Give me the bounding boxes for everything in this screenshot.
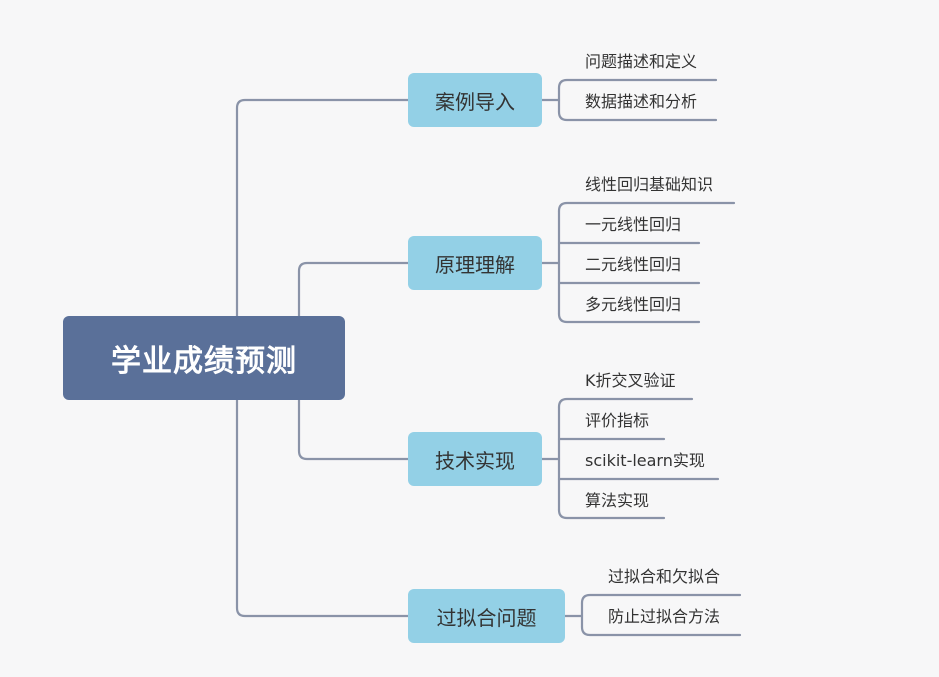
- leaf-topic[interactable]: 过拟合和欠拟合: [608, 567, 721, 586]
- connector-root-to-branch: [235, 398, 410, 618]
- leaf-topic[interactable]: 防止过拟合方法: [608, 607, 721, 626]
- branch-topic-overfitting[interactable]: 过拟合问题: [408, 589, 565, 643]
- connector-leaf-underline: [557, 78, 718, 90]
- branch-topic-implementation[interactable]: 技术实现: [408, 432, 542, 486]
- connector-leaf-underline: [580, 593, 742, 605]
- connector-leaf-underline: [580, 625, 742, 637]
- leaf-topic[interactable]: 评价指标: [585, 411, 650, 430]
- connector-leaf-underline: [557, 312, 701, 324]
- connector-root-to-branch: [297, 398, 410, 461]
- leaf-topic[interactable]: 线性回归基础知识: [585, 175, 714, 194]
- connector-leaf-underline: [557, 201, 736, 213]
- connector-root-to-branch: [235, 98, 410, 318]
- branch-topic-principles[interactable]: 原理理解: [408, 236, 542, 290]
- leaf-topic[interactable]: K折交叉验证: [585, 371, 676, 390]
- leaf-topic[interactable]: 多元线性回归: [585, 295, 682, 314]
- connector-leaf-underline: [557, 508, 666, 520]
- leaf-topic[interactable]: scikit-learn实现: [585, 451, 705, 470]
- leaf-topic[interactable]: 一元线性回归: [585, 215, 682, 234]
- connector-leaf-underline: [557, 397, 694, 409]
- connector-root-to-branch: [297, 261, 410, 318]
- leaf-topic[interactable]: 算法实现: [585, 491, 650, 510]
- leaf-topic[interactable]: 问题描述和定义: [585, 52, 698, 71]
- leaf-topic[interactable]: 二元线性回归: [585, 255, 682, 274]
- connector-leaf-underline: [557, 110, 718, 122]
- leaf-topic[interactable]: 数据描述和分析: [585, 92, 698, 111]
- branch-topic-case-intro[interactable]: 案例导入: [408, 73, 542, 127]
- root-topic[interactable]: 学业成绩预测: [63, 316, 345, 400]
